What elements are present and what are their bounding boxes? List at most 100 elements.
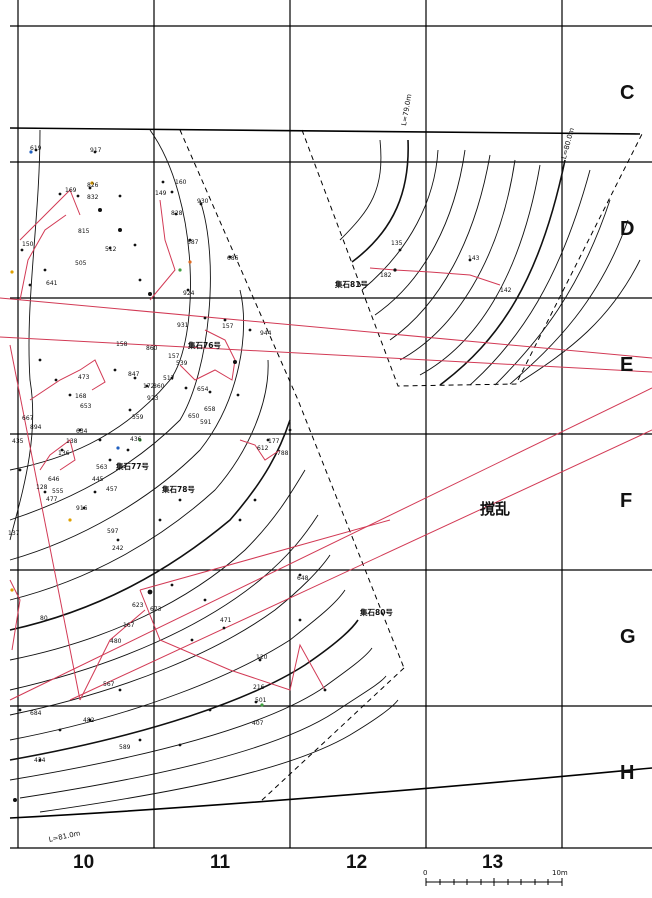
point-label: 667: [22, 415, 34, 422]
point-label: 597: [107, 528, 119, 535]
point-label: 182: [380, 272, 392, 279]
scale-end: 10m: [552, 869, 568, 877]
disturbance-label: 撹乱: [480, 500, 511, 518]
row-label-d: D: [620, 218, 635, 240]
point-label: 931: [177, 322, 189, 329]
point-label: 860: [153, 383, 165, 390]
site-label-80: 集石80号: [360, 608, 393, 617]
point-label: 216: [253, 684, 265, 691]
point-label: 137: [8, 530, 20, 537]
point-label: 120: [256, 654, 268, 661]
point-label: 143: [468, 255, 480, 262]
point-label: 482: [83, 717, 95, 724]
point-label: 157: [168, 353, 180, 360]
point-label: 832: [87, 194, 99, 201]
point-label: 539: [176, 360, 188, 367]
point-label: 687: [187, 239, 199, 246]
point-label: 157: [222, 323, 234, 330]
point-label: 407: [252, 720, 264, 727]
point-label: 623: [132, 602, 144, 609]
point-label: 135: [391, 240, 403, 247]
point-label: 505: [75, 260, 87, 267]
point-label: 158: [116, 341, 128, 348]
point-label: 555: [52, 488, 64, 495]
point-label: 177: [268, 438, 280, 445]
point-label: 944: [260, 330, 272, 337]
site-label-76: 集石76号: [188, 341, 221, 350]
point-label: 788: [277, 450, 289, 457]
col-label-12: 12: [346, 852, 368, 873]
point-label: 641: [46, 280, 58, 287]
point-label: 435: [12, 438, 24, 445]
point-label: 567: [103, 681, 115, 688]
point-label: 653: [80, 403, 92, 410]
point-label: 501: [255, 697, 267, 704]
point-label: 589: [119, 744, 131, 751]
point-label: 436: [130, 436, 142, 443]
point-label: 828: [171, 210, 183, 217]
col-label-13: 13: [482, 852, 504, 873]
point-label: 445: [92, 476, 104, 483]
point-label: 142: [500, 287, 512, 294]
point-label: 917: [90, 147, 102, 154]
point-label: 591: [200, 419, 212, 426]
point-label: 686: [227, 255, 239, 262]
point-label: 930: [197, 198, 209, 205]
row-label-c: C: [620, 82, 635, 104]
contour-lines-east: [339, 139, 641, 386]
point-label: 138: [66, 438, 78, 445]
point-label: 654: [197, 386, 209, 393]
site-label-78: 集石78号: [162, 485, 195, 494]
point-label: 517: [163, 375, 175, 382]
row-label-g: G: [620, 626, 636, 648]
point-label: 167: [123, 622, 135, 629]
point-label: 826: [87, 182, 99, 189]
point-label: 473: [78, 374, 90, 381]
artifact-points: [13, 148, 472, 802]
excavation-boundary: [9, 127, 652, 819]
point-label: 894: [30, 424, 42, 431]
row-label-f: F: [620, 490, 633, 512]
col-label-11: 11: [210, 852, 231, 873]
point-label: 242: [112, 545, 124, 552]
point-label: 650: [188, 413, 200, 420]
point-label: 563: [96, 464, 108, 471]
point-label: 150: [22, 241, 34, 248]
point-label: 512: [105, 246, 117, 253]
point-label: 847: [128, 371, 140, 378]
point-label: 916: [76, 505, 88, 512]
point-label: 684: [30, 710, 42, 717]
point-label: 658: [204, 406, 216, 413]
point-label: 168: [75, 393, 87, 400]
point-label: 634: [76, 428, 88, 435]
point-label: 149: [155, 190, 167, 197]
row-label-e: E: [620, 354, 634, 376]
point-label: 923: [147, 395, 159, 402]
point-label: 172: [143, 383, 155, 390]
col-label-10: 10: [73, 852, 95, 873]
point-label: 924: [183, 290, 195, 297]
point-label: 860: [146, 345, 158, 352]
refit-lines: [0, 189, 652, 701]
site-label-81: 集石81号: [335, 280, 368, 289]
point-label: 648: [297, 575, 309, 582]
point-label: 646: [48, 476, 60, 483]
point-label: 673: [150, 606, 162, 613]
point-label: 477: [46, 496, 58, 503]
point-label: 559: [132, 414, 144, 421]
row-label-h: H: [620, 762, 635, 784]
grid-lines: [10, 0, 652, 849]
colored-finds: [10, 150, 264, 707]
contour-lines-west: [9, 129, 399, 813]
point-label: 80: [40, 615, 48, 622]
point-label: 457: [106, 486, 118, 493]
point-label: 169: [65, 187, 77, 194]
point-label: 480: [110, 638, 122, 645]
site-label-77: 集石77号: [116, 462, 149, 471]
point-label: 434: [34, 757, 46, 764]
scale-bar: [425, 878, 563, 886]
point-label: 612: [257, 445, 269, 452]
point-label: 136: [58, 450, 70, 457]
point-label: 128: [36, 484, 48, 491]
